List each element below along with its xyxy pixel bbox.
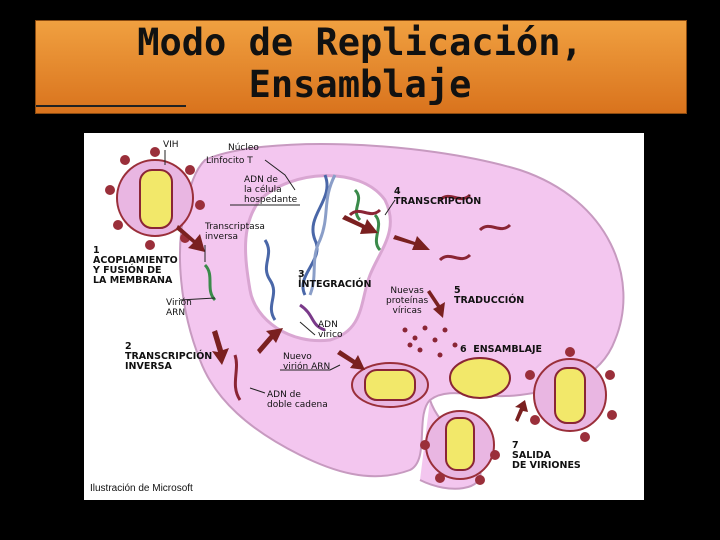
step-4-label: 4 TRANSCRIPCIÓN (394, 186, 482, 207)
label-virion-arn: Virión ARN (166, 298, 192, 318)
exiting-virion (420, 347, 617, 485)
hiv-virion (105, 147, 205, 250)
illustration-credit: Ilustración de Microsoft (90, 483, 193, 494)
title-line-2: Ensamblaje (248, 63, 472, 106)
label-vih: VIH (163, 140, 179, 150)
title-line-1: Modo de Replicación, (137, 21, 583, 64)
title-banner (35, 20, 687, 114)
viral-proteins (402, 325, 458, 358)
leader-lines (164, 150, 396, 394)
host-dna-helix (263, 174, 337, 332)
step-1-label: 1 ACOPLAMIENTO Y FUSIÓN DE LA MEMBRANA (93, 245, 178, 286)
label-linfocito: Linfocito T (206, 156, 253, 166)
label-transcriptasa: Transcriptasa inversa (205, 222, 265, 242)
title-underline (36, 105, 186, 107)
process-arrows (176, 215, 528, 422)
slide-title: Modo de Replicación, Ensamblaje (35, 22, 685, 106)
label-adn-virico: ADN vírico (318, 320, 343, 340)
step-3-label: 3 INTEGRACIÓN (298, 269, 372, 290)
label-nuevo-virion: Nuevo virión ARN (283, 352, 331, 372)
nucleus (244, 174, 392, 343)
step-6-label: 6 ENSAMBLAJE (460, 344, 542, 355)
step-5-label: 5 TRADUCCIÓN (454, 285, 525, 306)
step-2-label: 2 TRANSCRIPCIÓN INVERSA (125, 341, 213, 372)
label-adn-celula: ADN de la célula hospedante (244, 175, 298, 205)
assembling-virion (351, 357, 511, 408)
label-adn-doble: ADN de doble cadena (267, 390, 328, 410)
label-nucleo: Núcleo (228, 143, 259, 153)
step-7-label: 7 SALIDA DE VIRIONES (512, 440, 581, 471)
label-nuevas-proteinas: Nuevas proteínas víricas (386, 286, 429, 316)
